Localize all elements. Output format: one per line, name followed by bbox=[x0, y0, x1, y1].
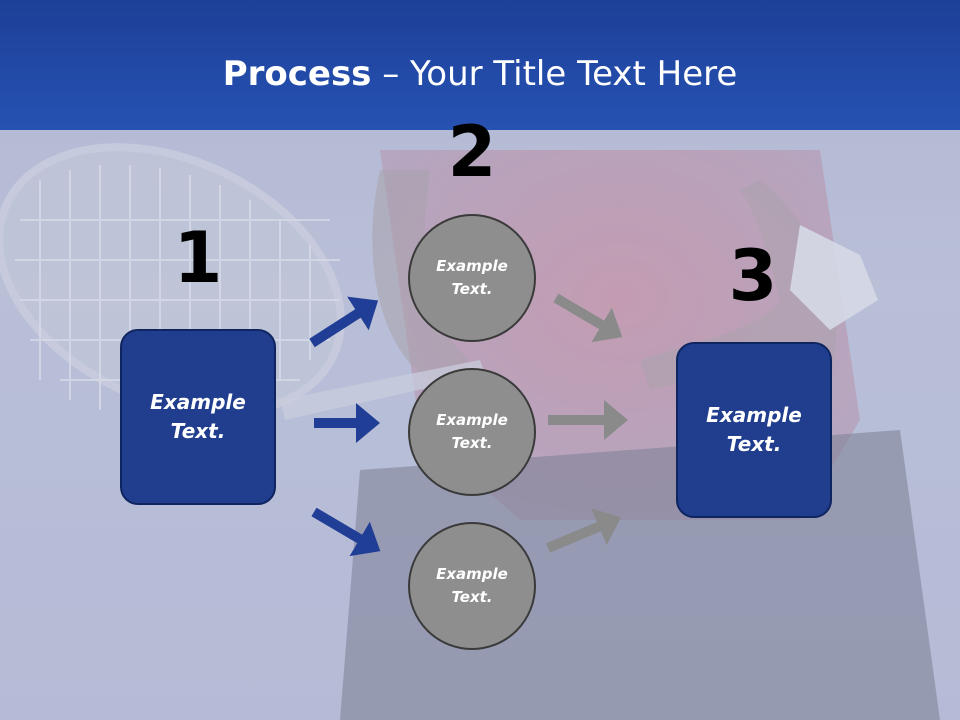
step-number-3: 3 bbox=[728, 235, 778, 317]
arrow-gray-down bbox=[553, 293, 623, 343]
arrow-gray-up bbox=[546, 508, 622, 553]
title-rest: – Your Title Text Here bbox=[371, 54, 738, 94]
arrow-blue-up bbox=[309, 296, 379, 348]
title-bold: Process bbox=[222, 54, 372, 94]
title-bar bbox=[0, 0, 960, 130]
slide-title: Process – Your Title Text Here bbox=[0, 52, 960, 96]
arrow-blue-down bbox=[311, 507, 381, 557]
step-number-2: 2 bbox=[447, 111, 497, 193]
step-number-1: 1 bbox=[173, 217, 223, 299]
